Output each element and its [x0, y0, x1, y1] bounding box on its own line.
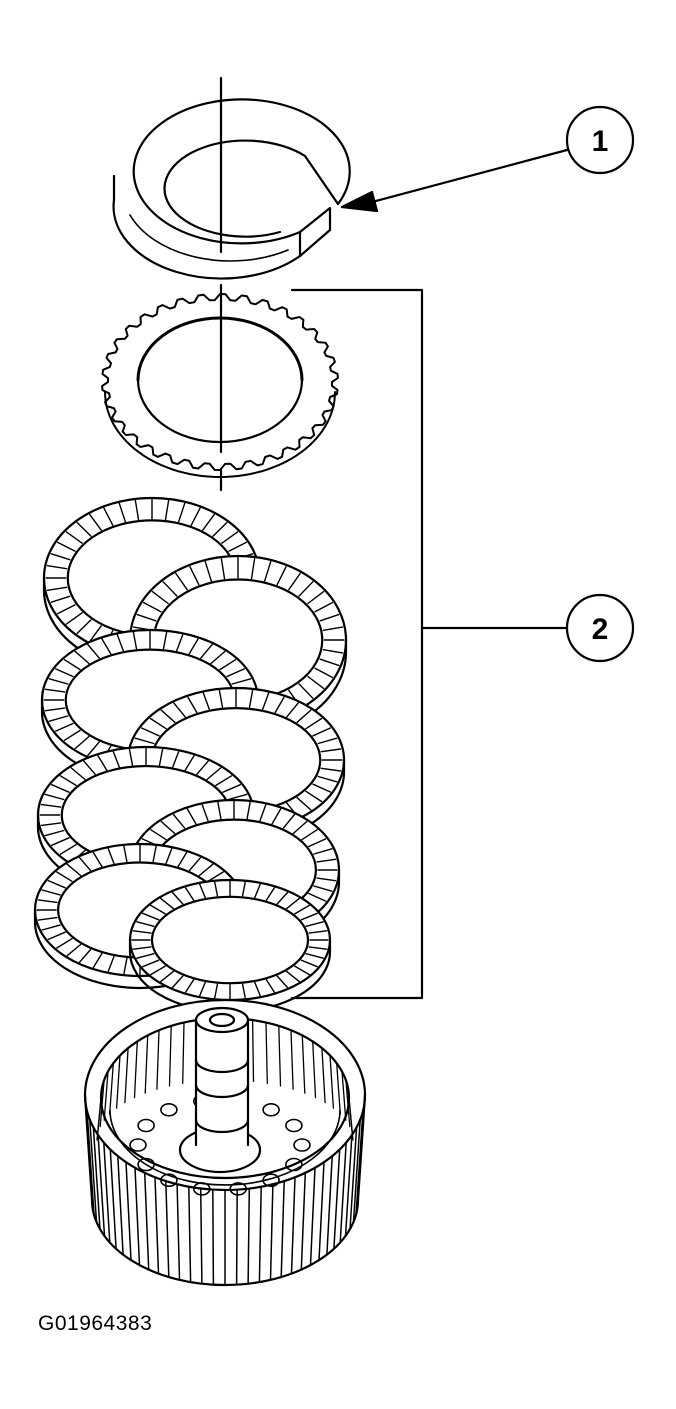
friction-disc [128, 878, 332, 1014]
clutch-steel-plate [101, 293, 339, 478]
callout-2: 2 [290, 288, 635, 1000]
snap-ring [112, 98, 351, 280]
callout-2-label: 2 [592, 613, 609, 646]
clutch-disc-stack [33, 496, 348, 1014]
clutch-drum [83, 998, 367, 1287]
callout-1: 1 [340, 105, 635, 213]
callout-1-label: 1 [592, 125, 609, 158]
figure-id: G01964383 [38, 1312, 153, 1335]
